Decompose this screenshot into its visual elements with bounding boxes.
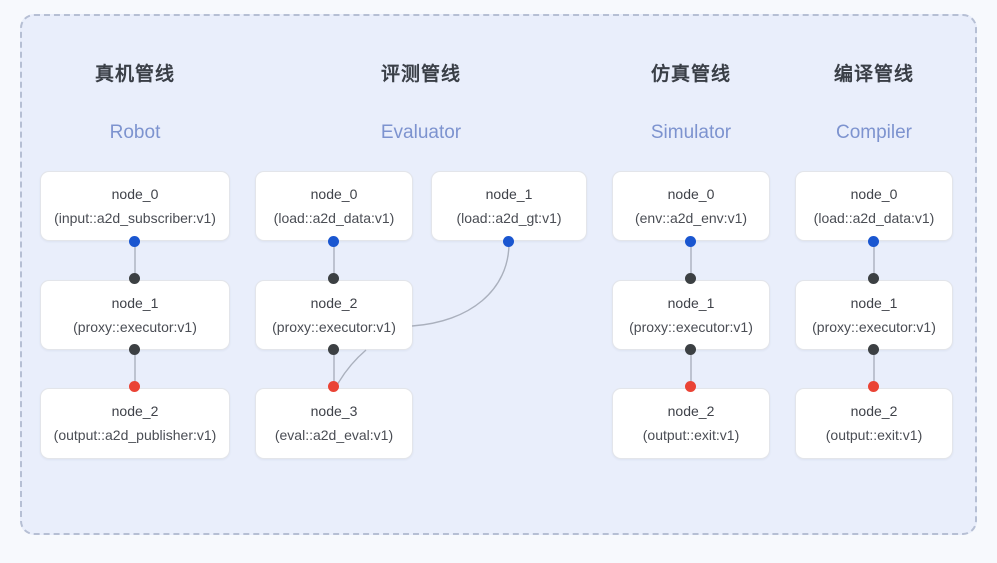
column-subtitle-compiler: Compiler — [835, 122, 913, 143]
port-output-compiler-0[interactable] — [868, 236, 879, 247]
node-id: node_0 — [667, 185, 715, 202]
node-type: (eval::a2d_eval:v1) — [274, 427, 394, 443]
node-compiler-0[interactable]: node_0 (load::a2d_data:v1) — [795, 171, 953, 241]
node-id: node_0 — [310, 185, 358, 202]
node-robot-0[interactable]: node_0 (input::a2d_subscriber:v1) — [40, 171, 230, 241]
node-id: node_2 — [111, 403, 159, 419]
node-robot-1[interactable]: node_1 (proxy::executor:v1) — [40, 280, 230, 350]
column-header-compiler: 编译管线 Compiler — [784, 62, 964, 146]
port-output-evaluator-1[interactable] — [503, 236, 514, 247]
node-type: (load::a2d_data:v1) — [273, 209, 395, 226]
port-output-robot-0[interactable] — [129, 236, 140, 247]
node-type: (env::a2d_env:v1) — [634, 209, 748, 226]
port-input-simulator-1[interactable] — [685, 273, 696, 284]
node-id: node_2 — [310, 294, 358, 311]
node-simulator-0[interactable]: node_0 (env::a2d_env:v1) — [612, 171, 770, 241]
port-terminal-simulator-2[interactable] — [685, 381, 696, 392]
port-input-robot-1[interactable] — [129, 273, 140, 284]
port-output-evaluator-2[interactable] — [328, 344, 339, 355]
node-simulator-1[interactable]: node_1 (proxy::executor:v1) — [612, 280, 770, 350]
column-title-simulator: 仿真管线 — [650, 64, 731, 85]
port-output-evaluator-0[interactable] — [328, 236, 339, 247]
port-terminal-evaluator-3[interactable] — [328, 381, 339, 392]
node-type: (proxy::executor:v1) — [629, 318, 753, 335]
column-header-simulator: 仿真管线 Simulator — [601, 62, 781, 146]
node-id: node_3 — [310, 403, 358, 419]
node-type: (proxy::executor:v1) — [272, 318, 396, 335]
node-evaluator-0[interactable]: node_0 (load::a2d_data:v1) — [255, 171, 413, 241]
port-output-compiler-1[interactable] — [868, 344, 879, 355]
column-subtitle-robot: Robot — [109, 122, 161, 143]
node-type: (output::exit:v1) — [642, 427, 740, 443]
port-output-robot-1[interactable] — [129, 344, 140, 355]
node-id: node_1 — [485, 185, 533, 202]
column-header-robot: 真机管线 Robot — [45, 62, 225, 146]
node-id: node_1 — [111, 294, 159, 311]
node-id: node_0 — [850, 185, 898, 202]
column-title-evaluator: 评测管线 — [380, 64, 461, 85]
node-type: (input::a2d_subscriber:v1) — [54, 209, 216, 226]
node-simulator-2[interactable]: node_2 (output::exit:v1) — [612, 388, 770, 459]
node-compiler-1[interactable]: node_1 (proxy::executor:v1) — [795, 280, 953, 350]
column-header-evaluator: 评测管线 Evaluator — [331, 62, 511, 146]
node-evaluator-3[interactable]: node_3 (eval::a2d_eval:v1) — [255, 388, 413, 459]
node-robot-2[interactable]: node_2 (output::a2d_publisher:v1) — [40, 388, 230, 459]
node-id: node_1 — [850, 294, 898, 311]
node-id: node_1 — [667, 294, 715, 311]
node-type: (load::a2d_data:v1) — [813, 209, 935, 226]
port-terminal-compiler-2[interactable] — [868, 381, 879, 392]
node-type: (proxy::executor:v1) — [812, 318, 936, 335]
node-type: (load::a2d_gt:v1) — [456, 209, 562, 226]
port-input-compiler-1[interactable] — [868, 273, 879, 284]
node-id: node_0 — [111, 185, 159, 202]
port-output-simulator-1[interactable] — [685, 344, 696, 355]
node-type: (proxy::executor:v1) — [73, 318, 197, 335]
node-evaluator-1[interactable]: node_1 (load::a2d_gt:v1) — [431, 171, 587, 241]
column-subtitle-evaluator: Evaluator — [380, 122, 462, 143]
port-terminal-robot-2[interactable] — [129, 381, 140, 392]
column-title-robot: 真机管线 — [94, 64, 175, 85]
node-id: node_2 — [667, 403, 715, 419]
port-input-evaluator-2[interactable] — [328, 273, 339, 284]
column-title-compiler: 编译管线 — [833, 64, 914, 85]
node-compiler-2[interactable]: node_2 (output::exit:v1) — [795, 388, 953, 459]
node-type: (output::a2d_publisher:v1) — [53, 427, 217, 443]
node-type: (output::exit:v1) — [825, 427, 923, 443]
column-subtitle-simulator: Simulator — [650, 122, 732, 143]
port-output-simulator-0[interactable] — [685, 236, 696, 247]
node-id: node_2 — [850, 403, 898, 419]
node-evaluator-2[interactable]: node_2 (proxy::executor:v1) — [255, 280, 413, 350]
